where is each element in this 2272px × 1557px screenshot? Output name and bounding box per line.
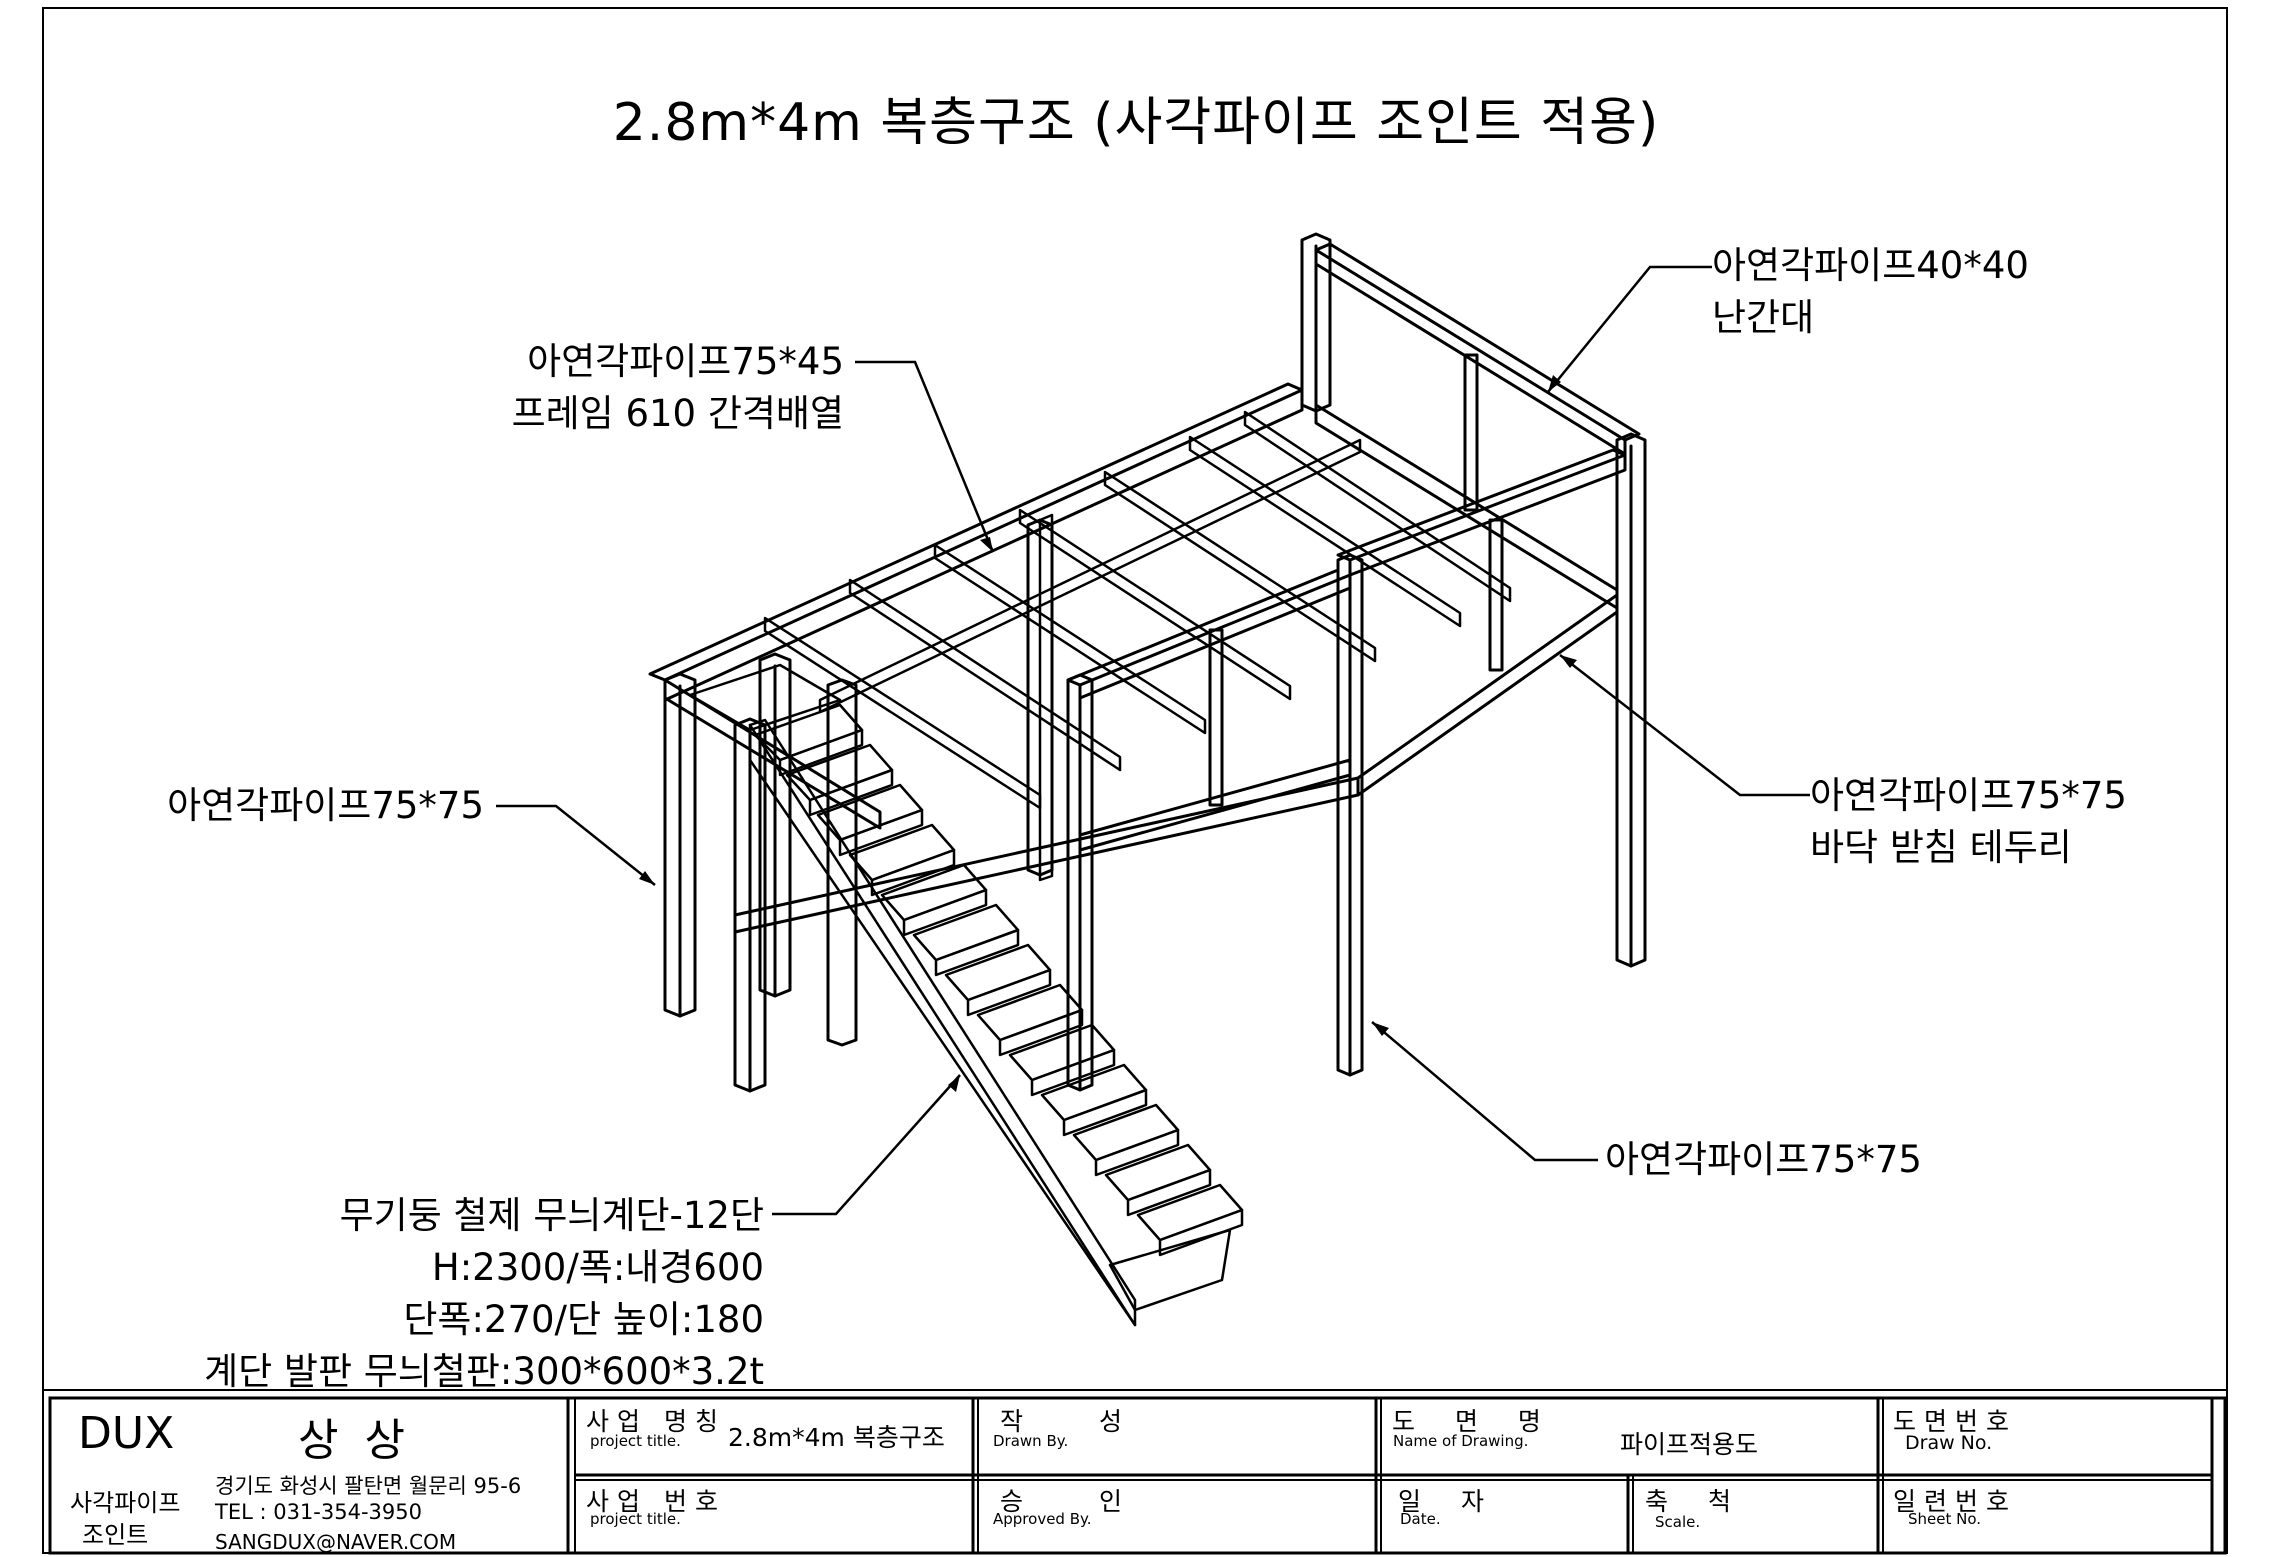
callout-stairs-line4: 계단 발판 무늬철판:300*600*3.2t xyxy=(204,1350,764,1393)
scale-label-en: Scale. xyxy=(1655,1513,1701,1531)
drawing-name-label: 도 면 명 xyxy=(1392,1407,1557,1436)
stair xyxy=(688,663,1244,1327)
callout-top-rail-line2: 난간대 xyxy=(1712,296,1815,339)
company-tel: TEL : 031-354-3950 xyxy=(215,1500,422,1524)
callout-stairs-line1: 무기둥 철제 무늬계단-12단 xyxy=(339,1194,764,1237)
leader-left-post xyxy=(496,804,656,886)
back-railing xyxy=(1300,232,1647,968)
scale-label: 축 척 xyxy=(1645,1487,1747,1516)
brand-sub2: 조인트 xyxy=(82,1521,149,1549)
callout-left-post-line1: 아연각파이프75*75 xyxy=(167,784,484,827)
callout-stairs-line3: 단폭:270/단 높이:180 xyxy=(403,1298,764,1341)
brand-korean: 상 상 xyxy=(298,1415,411,1466)
drawn-by-label: 작 성 xyxy=(1000,1407,1156,1436)
brand-logo-text: DUX xyxy=(78,1408,175,1459)
approved-by-label: 승 인 xyxy=(1000,1487,1156,1516)
project-number-label-en: project title. xyxy=(590,1510,681,1528)
drawing-name-value: 파이프적용도 xyxy=(1620,1430,1759,1459)
draw-no-label: 도면번호 xyxy=(1893,1407,2018,1436)
title-block-grid xyxy=(42,1389,2228,1555)
drawing-name-label-en: Name of Drawing. xyxy=(1393,1432,1529,1450)
sheet-no-label: 일련번호 xyxy=(1893,1487,2018,1516)
project-name-label: 사업 명칭 xyxy=(586,1407,726,1436)
date-label-en: Date. xyxy=(1400,1510,1441,1528)
drawing-title: 2.8m*4m 복층구조 (사각파이프 조인트 적용) xyxy=(612,93,1660,153)
drawn-by-label-en: Drawn By. xyxy=(993,1432,1069,1450)
leader-front-post xyxy=(1371,1021,1598,1162)
callout-floor-edge-line2: 바닥 받침 테두리 xyxy=(1810,826,2072,869)
company-email: SANGDUX@NAVER.COM xyxy=(215,1530,457,1554)
project-name-label-en: project title. xyxy=(590,1432,681,1450)
callout-stairs-line2: H:2300/폭:내경600 xyxy=(431,1246,764,1289)
leader-floor-edge xyxy=(1559,654,1810,797)
company-address: 경기도 화성시 팔탄면 월문리 95-6 xyxy=(215,1474,522,1498)
callout-front-post: 아연각파이프75*75 xyxy=(1605,1134,1922,1186)
isometric-structure xyxy=(648,232,1647,1327)
stair-treads xyxy=(753,703,1244,1312)
callout-top-rail: 아연각파이프40*40 난간대 xyxy=(1712,240,2029,344)
sheet-no-label-en: Sheet No. xyxy=(1908,1510,1982,1528)
leader-arrows xyxy=(639,375,1577,1092)
callout-left-post: 아연각파이프75*75 xyxy=(167,780,484,832)
callout-floor-edge: 아연각파이프75*75 바닥 받침 테두리 xyxy=(1810,770,2127,874)
callout-floor-edge-line1: 아연각파이프75*75 xyxy=(1810,774,2127,817)
callout-front-post-line1: 아연각파이프75*75 xyxy=(1605,1138,1922,1181)
callout-frame-line1: 아연각파이프75*45 xyxy=(527,340,844,383)
leader-lines xyxy=(496,265,1810,1216)
floor-joists xyxy=(763,410,1512,882)
floor-perimeter xyxy=(648,382,1619,934)
brand-sub1: 사각파이프 xyxy=(70,1489,181,1517)
callout-frame: 아연각파이프75*45 프레임 610 간격배열 xyxy=(512,336,844,440)
callout-frame-line2: 프레임 610 간격배열 xyxy=(511,392,844,435)
project-number-label: 사업 번호 xyxy=(586,1487,726,1516)
leader-top-rail xyxy=(1547,265,1712,393)
project-name-value: 2.8m*4m 복층구조 xyxy=(728,1423,945,1452)
callout-top-rail-line1: 아연각파이프40*40 xyxy=(1712,244,2029,287)
leader-frame xyxy=(855,360,995,553)
callout-stairs: 무기둥 철제 무늬계단-12단 H:2300/폭:내경600 단폭:270/단 … xyxy=(204,1190,764,1398)
leader-stairs xyxy=(772,1074,961,1216)
approved-by-label-en: Approved By. xyxy=(993,1510,1092,1528)
date-label: 일 자 xyxy=(1398,1487,1500,1516)
draw-no-label-en: Draw No. xyxy=(1905,1432,1993,1454)
